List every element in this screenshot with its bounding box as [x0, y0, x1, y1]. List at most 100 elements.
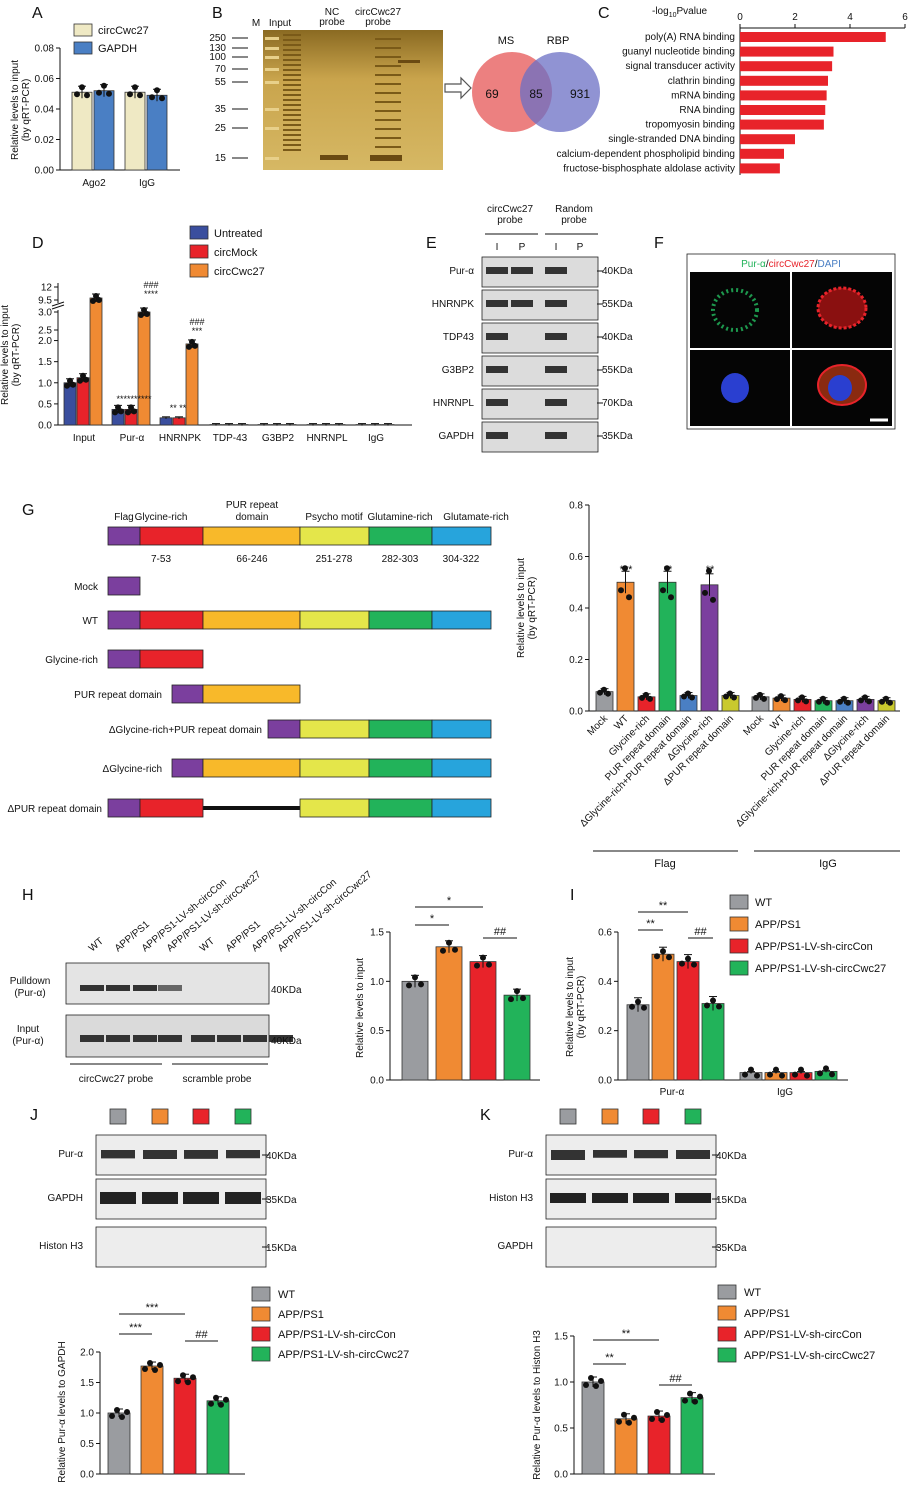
- panelJ-bar: [107, 1412, 131, 1475]
- panelB-venn-ms-label: MS: [498, 35, 515, 47]
- panelH-row-label: Input: [17, 1024, 39, 1035]
- panelJ-point: [185, 1379, 191, 1386]
- panelG-construct-segment: [299, 610, 370, 630]
- panelJ-sig-label: ***: [129, 1322, 143, 1334]
- panelI-point: [773, 1066, 779, 1073]
- panelG-domain-name: Glutamine-rich: [367, 512, 432, 523]
- panelH-input-band: [106, 1035, 130, 1042]
- panelI-point: [767, 1071, 773, 1078]
- panelI-legend-swatch: [729, 916, 749, 932]
- panelG-construct-segment: [368, 758, 433, 778]
- panelH-ylabel: Relative levels to input: [355, 958, 366, 1058]
- panelK-size-label: 35KDa: [716, 1243, 747, 1254]
- panelD-point: [131, 408, 137, 415]
- panelE-band: [511, 300, 533, 307]
- panelJ-bar: [140, 1365, 164, 1475]
- panelE-size-label: 55KDa: [602, 299, 633, 310]
- panelG-group-label: Flag: [654, 858, 675, 870]
- panelG-y-tick-label: 0.6: [569, 552, 583, 563]
- panelE-row-label: Pur-α: [449, 266, 474, 277]
- panelG-domain-3: [299, 526, 370, 546]
- panelG-construct-segment: [139, 798, 204, 818]
- panelI-x-label: Pur-α: [660, 1087, 685, 1098]
- panelI-point: [742, 1071, 748, 1078]
- panelG-point: [778, 693, 784, 700]
- panelH-input-band: [191, 1035, 215, 1042]
- panelB-ladder-band: [265, 108, 279, 111]
- panelG-point: [618, 587, 624, 594]
- panelD-sig: **********: [116, 394, 152, 404]
- panelB-venn-count: 85: [529, 87, 543, 101]
- panelC-bar: [740, 119, 824, 130]
- panelK-point: [659, 1417, 665, 1424]
- panelH-input-band: [269, 1035, 293, 1042]
- panelC-term-label: signal transducer activity: [626, 61, 736, 72]
- panelC-bar: [740, 105, 826, 115]
- panelC-bar: [740, 61, 833, 72]
- panelG-point: [685, 690, 691, 697]
- panelB-probe-band: [375, 38, 401, 40]
- panelH-y-tick-label: 1.5: [370, 928, 384, 939]
- panelJ-point: [124, 1409, 130, 1415]
- panelD-legend-label: circMock: [214, 247, 258, 259]
- panelB-input-band: [283, 84, 301, 86]
- panelE-band: [545, 366, 567, 373]
- panelD-x-label: IgG: [368, 433, 384, 444]
- panelG-y-tick-label: 0.4: [569, 604, 583, 615]
- panelA-bar: [93, 90, 115, 171]
- panelA-x-label: IgG: [139, 178, 155, 189]
- panelB-ladder-band: [265, 56, 279, 59]
- panelK-blot: [545, 1226, 717, 1268]
- panelD-sig: ###: [189, 317, 204, 327]
- panelB-input-band: [283, 49, 301, 51]
- panelD-x-label: G3BP2: [262, 433, 295, 444]
- panelG-point: [866, 698, 872, 705]
- panelA-y-tick-label: 0.00: [35, 166, 55, 177]
- panelB-input-band: [283, 104, 301, 106]
- panelD-bar: [89, 297, 103, 426]
- panelA-legend-swatch: [73, 41, 93, 55]
- panelC-term-label: poly(A) RNA binding: [645, 32, 735, 43]
- panelG-point: [668, 594, 674, 601]
- panelE-lane-label: P: [519, 242, 526, 253]
- panelB-ladder-band: [265, 157, 279, 160]
- panelI-point: [710, 997, 716, 1004]
- panelD-axis-break: [51, 301, 65, 307]
- panelH-lane-label: WT: [87, 936, 106, 954]
- panelH-point: [440, 947, 446, 954]
- panelG-x-label: Mock: [585, 713, 610, 738]
- panelG-construct-segment: [431, 610, 492, 630]
- panelK-histone-band: [633, 1193, 669, 1203]
- panelD-axis-break: [51, 304, 65, 310]
- panelI-point: [641, 1004, 647, 1011]
- panelD-point: [186, 343, 192, 350]
- panelG-point: [626, 594, 632, 601]
- panelJ-point: [208, 1400, 214, 1407]
- panelB-probe-band: [375, 47, 401, 49]
- panelB-input-band: [283, 89, 301, 91]
- panelJ-group-swatch: [109, 1108, 127, 1125]
- panelI-point: [691, 961, 697, 968]
- panelK-point: [631, 1414, 637, 1421]
- panelK-group-swatch: [559, 1108, 577, 1125]
- panelE-band: [486, 366, 508, 373]
- panelK-point: [583, 1382, 589, 1388]
- panel-letter-K: K: [480, 1107, 491, 1124]
- panelH-y-tick-label: 0.5: [370, 1026, 384, 1037]
- panelK-pura-band: [634, 1150, 668, 1159]
- panelD-legend-swatch: [189, 244, 209, 259]
- panelB-input-band: [283, 139, 301, 141]
- panelA-legend-label: circCwc27: [98, 25, 149, 37]
- panelJ-legend-label: APP/PS1-LV-sh-circCwc27: [278, 1349, 409, 1361]
- panelB-input-band: [283, 119, 301, 121]
- panelD-point: [83, 376, 89, 383]
- panelB-input-band: [283, 114, 301, 116]
- panelH-input-band: [243, 1035, 267, 1042]
- panelG-construct-label: WT: [82, 616, 98, 627]
- panelB-probe-band: [370, 155, 402, 161]
- panelE-size-label: 70KDa: [602, 398, 633, 409]
- panelI-point: [792, 1071, 798, 1078]
- panelD-point: [70, 381, 76, 388]
- panelK-point: [593, 1383, 599, 1389]
- panelG-construct-label: Mock: [74, 582, 99, 593]
